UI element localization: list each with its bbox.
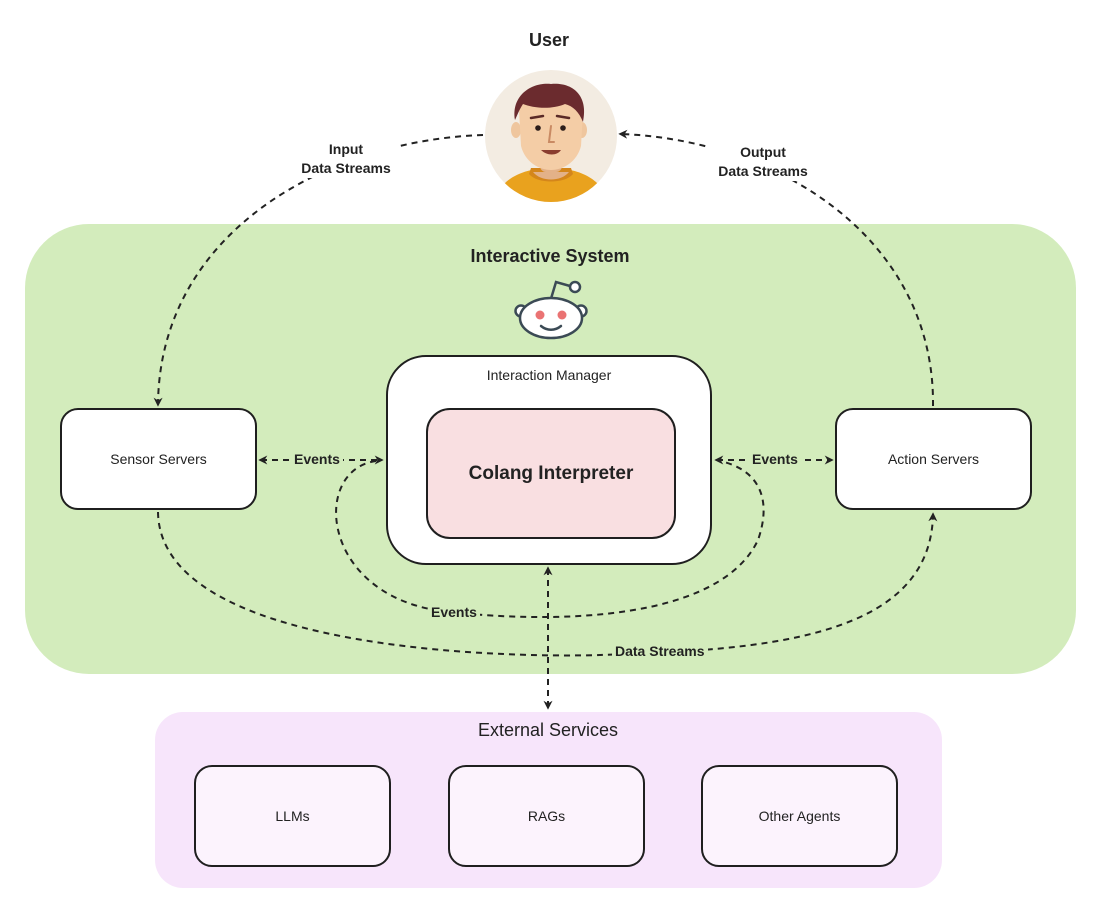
events-bottom-label: Events (428, 603, 480, 622)
rags-box: RAGs (448, 765, 645, 867)
rags-label: RAGs (527, 808, 566, 824)
action-servers-label: Action Servers (887, 451, 980, 467)
user-title: User (528, 30, 570, 50)
output-data-streams-label: Output Data Streams (709, 143, 817, 181)
interaction-manager-box: Interaction Manager Colang Interpreter (386, 355, 712, 565)
action-servers-box: Action Servers (835, 408, 1032, 510)
llms-label: LLMs (275, 808, 310, 824)
input-data-streams-label: Input Data Streams (292, 140, 400, 178)
colang-interpreter-label: Colang Interpreter (468, 462, 634, 484)
data-streams-bottom-label: Data Streams (612, 642, 708, 661)
events-loop-arrow (335, 460, 765, 619)
sensor-servers-box: Sensor Servers (60, 408, 257, 510)
events-right-label: Events (749, 450, 801, 469)
sensor-servers-label: Sensor Servers (110, 451, 207, 467)
robot-icon (512, 278, 590, 342)
llms-box: LLMs (194, 765, 391, 867)
colang-interpreter-box: Colang Interpreter (426, 408, 676, 539)
other-agents-box: Other Agents (701, 765, 898, 867)
events-left-label: Events (291, 450, 343, 469)
user-avatar-icon (485, 70, 617, 202)
interactive-system-title: Interactive System (470, 246, 630, 266)
external-services-title: External Services (477, 720, 619, 740)
data-streams-arrow (157, 511, 938, 657)
interaction-manager-label: Interaction Manager (486, 367, 612, 383)
other-agents-label: Other Agents (758, 808, 841, 824)
input-data-streams-arrow (153, 134, 484, 407)
